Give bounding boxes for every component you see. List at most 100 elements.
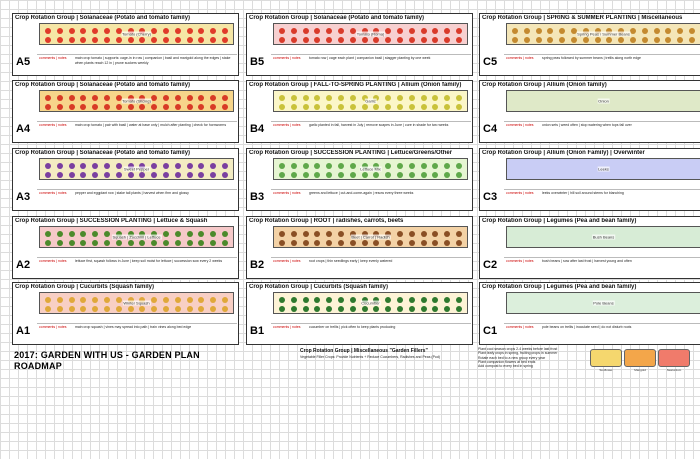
plant-icon: [186, 240, 193, 246]
plant-icon: [420, 163, 427, 169]
plant-icon: [198, 306, 205, 312]
plant-icon: [115, 163, 122, 169]
plant-icon: [127, 95, 134, 101]
plant-icon: [103, 104, 110, 110]
bed-layout: Sweet Pepper: [39, 158, 234, 180]
bed-label: Sweet Pepper: [122, 166, 151, 172]
plant-icon: [80, 95, 87, 101]
notes-label: comments | notes: [506, 56, 534, 60]
plant-icon: [302, 163, 309, 169]
plant-icon: [278, 163, 285, 169]
plant-icon: [186, 95, 193, 101]
plant-icon: [511, 28, 518, 34]
bed-id: B3: [250, 191, 265, 203]
plant-icon: [456, 306, 463, 312]
plant-icon: [326, 172, 333, 178]
plant-icon: [444, 163, 451, 169]
plant-icon: [594, 28, 601, 34]
notes-label: comments | notes: [506, 123, 534, 127]
plant-icon: [337, 37, 344, 43]
plant-icon: [314, 231, 321, 237]
bed-id: A2: [16, 259, 31, 271]
plant-icon: [361, 297, 368, 303]
tip-item: Plant cool season crops 2-4 weeks before…: [478, 347, 558, 351]
bed-id: C5: [483, 56, 498, 68]
plant-icon: [103, 37, 110, 43]
card-title: Crop Rotation Group | SUCCESSION PLANTIN…: [15, 218, 208, 224]
plant-icon: [139, 163, 146, 169]
plant-icon: [523, 28, 530, 34]
plant-icon: [210, 163, 217, 169]
plant-icon: [92, 37, 99, 43]
plan-card-c5: Crop Rotation Group | SPRING & SUMMER PL…: [479, 13, 700, 76]
plant-icon: [444, 28, 451, 34]
notes-text: leeks overwinter | hill soil around stem…: [542, 191, 624, 195]
plant-icon: [139, 37, 146, 43]
plant-icon: [80, 28, 87, 34]
plant-icon: [373, 231, 380, 237]
plan-card-b3: Crop Rotation Group | SUCCESSION PLANTIN…: [246, 148, 473, 211]
bed-layout: Cucumber: [273, 292, 468, 314]
plant-icon: [326, 297, 333, 303]
plant-icon: [68, 172, 75, 178]
plant-icon: [174, 240, 181, 246]
plant-icon: [174, 37, 181, 43]
card-title: Crop Rotation Group | SUCCESSION PLANTIN…: [249, 150, 453, 156]
bed-id: A5: [16, 56, 31, 68]
bed-layout: Winter Squash: [39, 292, 234, 314]
plant-icon: [444, 231, 451, 237]
plant-icon: [408, 240, 415, 246]
plant-icon: [630, 28, 637, 34]
plan-card-c1: Crop Rotation Group | Legumes (Pea and b…: [479, 282, 700, 345]
plant-icon: [44, 95, 51, 101]
plant-icon: [80, 231, 87, 237]
plant-icon: [432, 95, 439, 101]
plant-icon: [349, 306, 356, 312]
plant-row: [276, 296, 465, 304]
plant-icon: [432, 306, 439, 312]
plant-icon: [314, 163, 321, 169]
legend-caption: Sunflower: [599, 368, 613, 372]
plant-icon: [361, 240, 368, 246]
bed-label: Leeks: [597, 166, 610, 172]
plant-icon: [139, 28, 146, 34]
plant-icon: [432, 231, 439, 237]
plant-icon: [594, 37, 601, 43]
plant-icon: [278, 172, 285, 178]
plant-icon: [361, 306, 368, 312]
plant-icon: [139, 306, 146, 312]
plant-icon: [314, 172, 321, 178]
notes-label: comments | notes: [273, 325, 301, 329]
plant-row: [276, 171, 465, 179]
plant-icon: [163, 95, 170, 101]
plant-icon: [337, 240, 344, 246]
notes-label: comments | notes: [273, 191, 301, 195]
plant-icon: [361, 37, 368, 43]
plant-icon: [103, 297, 110, 303]
plant-row: [42, 239, 231, 247]
plant-icon: [278, 297, 285, 303]
plant-icon: [56, 240, 63, 246]
plant-icon: [570, 28, 577, 34]
bed-label: Bush Beans: [591, 234, 616, 240]
plant-icon: [326, 231, 333, 237]
bed-label: Lettuce Mix: [359, 166, 382, 172]
plant-icon: [210, 37, 217, 43]
plant-row: [42, 36, 231, 44]
plant-icon: [432, 240, 439, 246]
plant-icon: [432, 37, 439, 43]
bed-layout: Pole Beans: [506, 292, 700, 314]
plant-icon: [115, 297, 122, 303]
plant-icon: [139, 104, 146, 110]
notes-label: comments | notes: [39, 123, 67, 127]
tip-item: Add compost to every bed in spring: [478, 364, 533, 369]
card-title: Crop Rotation Group | Legumes (Pea and b…: [482, 218, 637, 224]
plant-icon: [198, 95, 205, 101]
plant-icon: [127, 306, 134, 312]
plant-icon: [198, 297, 205, 303]
plant-icon: [222, 297, 229, 303]
plant-icon: [397, 104, 404, 110]
plant-icon: [337, 231, 344, 237]
plant-icon: [420, 172, 427, 178]
